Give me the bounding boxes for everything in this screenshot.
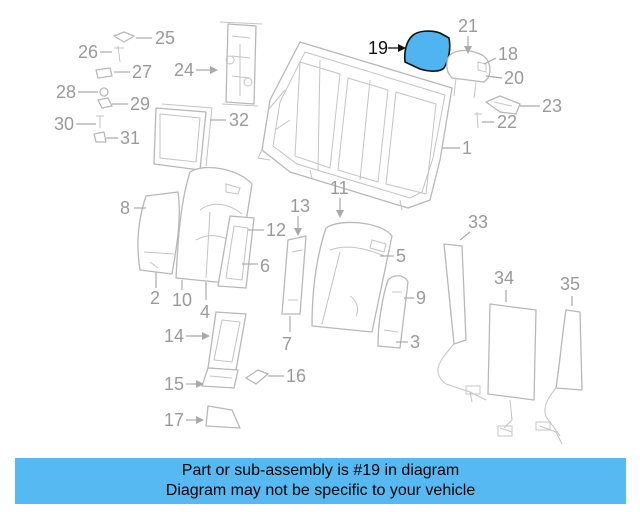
bracket-16 [245,369,269,385]
callout-12: 12 [248,220,286,240]
svg-text:25: 25 [155,28,175,48]
callout-26: 26 [78,42,112,62]
callout-23: 23 [520,96,562,116]
heater-element-34 [487,303,537,437]
callout-30: 30 [54,114,96,134]
callout-25: 25 [136,28,175,48]
callout-1: 1 [442,138,472,158]
svg-text:9: 9 [416,288,426,308]
svg-text:30: 30 [54,114,74,134]
svg-text:13: 13 [290,196,310,216]
narrow-pad-7 [281,235,307,315]
callout-29: 29 [112,94,150,114]
callout-17: 17 [164,410,204,430]
trim-piece-17 [205,405,241,429]
banner-line-1: Part or sub-assembly is #19 in diagram [181,462,460,479]
callout-21: 21 [458,16,478,54]
callout-2: 2 [150,272,160,308]
callout-5: 5 [380,246,406,266]
svg-text:31: 31 [120,128,140,148]
svg-text:28: 28 [56,82,76,102]
small-part-26 [114,45,124,63]
small-part-27 [95,67,113,79]
heater-element-33 [437,243,487,403]
svg-text:16: 16 [286,366,306,386]
svg-text:22: 22 [497,112,517,132]
svg-text:8: 8 [120,198,130,218]
side-panel-6 [217,215,255,289]
svg-text:14: 14 [164,326,184,346]
svg-text:6: 6 [260,256,270,276]
back-cover-panel [153,103,213,171]
recliner-mechanism [219,21,263,107]
svg-text:11: 11 [330,178,349,198]
callout-8: 8 [120,198,146,218]
callout-32: 32 [210,110,249,130]
callout-18: 18 [483,44,518,65]
callout-31: 31 [106,128,140,148]
svg-text:3: 3 [410,332,420,352]
callout-16: 16 [268,366,306,386]
heater-element-35 [535,309,583,445]
callout-3: 3 [396,332,420,352]
svg-text:26: 26 [78,42,98,62]
hinge-cover [485,95,521,115]
callout-35: 35 [560,274,580,306]
small-part-29 [97,97,113,109]
svg-text:24: 24 [174,60,194,80]
callout-19: 19 [368,38,406,58]
callout-15: 15 [164,374,204,394]
info-banner: Part or sub-assembly is #19 in diagram D… [15,458,626,504]
callout-9: 9 [404,288,426,308]
callout-11: 11 [330,178,349,218]
callout-14: 14 [164,326,210,346]
small-part-28 [99,87,109,97]
svg-text:21: 21 [458,16,478,36]
svg-text:5: 5 [396,246,406,266]
svg-text:29: 29 [130,94,150,114]
callout-10: 10 [172,280,192,310]
headrest [446,49,491,99]
svg-text:17: 17 [164,410,184,430]
svg-text:32: 32 [229,110,249,130]
svg-text:18: 18 [498,44,518,64]
svg-text:27: 27 [132,62,152,82]
small-part-30 [96,115,104,128]
callout-28: 28 [56,82,98,102]
seat-back-frame [257,41,453,211]
callout-6: 6 [242,256,270,276]
callout-7: 7 [282,316,292,354]
screw-22 [474,111,482,129]
banner-line-2: Diagram may not be specific to your vehi… [165,482,476,499]
svg-text:34: 34 [494,268,514,288]
svg-text:2: 2 [150,288,160,308]
svg-text:7: 7 [282,334,292,354]
svg-text:23: 23 [542,96,562,116]
svg-text:4: 4 [200,302,210,322]
callout-4: 4 [200,282,210,322]
callout-27: 27 [114,62,152,82]
callout-20: 20 [485,68,524,88]
side-pad-right [377,275,409,349]
svg-text:15: 15 [164,374,184,394]
armrest [201,311,247,389]
svg-text:19: 19 [368,38,388,58]
callout-24: 24 [174,60,218,80]
callout-34: 34 [494,268,514,302]
center-pad [311,221,393,333]
callout-13: 13 [290,196,310,236]
svg-text:10: 10 [172,290,192,310]
svg-text:12: 12 [266,220,286,240]
callout-22: 22 [482,112,517,132]
small-part-25 [113,31,135,43]
small-part-31 [93,131,107,143]
svg-text:35: 35 [560,274,580,294]
svg-text:20: 20 [504,68,524,88]
callout-33: 33 [459,212,488,241]
svg-text:33: 33 [468,212,488,232]
side-bolster-left [137,191,180,275]
headrest-cover-highlighted[interactable] [403,30,451,72]
svg-text:1: 1 [462,138,472,158]
